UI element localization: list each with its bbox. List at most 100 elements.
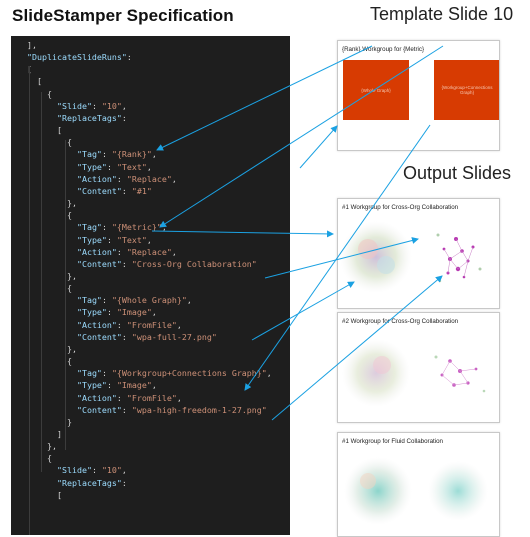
code-line: }, bbox=[17, 440, 290, 452]
json-punct: : bbox=[116, 319, 127, 330]
json-string: "wpa-high-freedom-1-27.png" bbox=[131, 404, 267, 415]
code-line: "Action": "Replace", bbox=[17, 246, 290, 258]
json-punct bbox=[17, 247, 77, 257]
json-punct: , bbox=[161, 222, 167, 233]
spec-title: SlideStamper Specification bbox=[12, 6, 234, 25]
json-punct: }, bbox=[17, 270, 77, 281]
code-line: "Tag": "{Workgroup+Connections Graph}", bbox=[17, 367, 290, 379]
code-line: "DuplicateSlideRuns": bbox=[17, 51, 290, 63]
code-line: "Type": "Image", bbox=[17, 379, 290, 391]
json-string: "FromFile" bbox=[126, 392, 177, 403]
code-line: { bbox=[17, 452, 290, 464]
json-punct bbox=[17, 113, 57, 123]
json-string: "Text" bbox=[116, 234, 147, 245]
json-key: "Tag" bbox=[76, 222, 102, 233]
code-line: { bbox=[17, 282, 290, 294]
code-line: { bbox=[17, 136, 290, 148]
json-punct: : bbox=[106, 234, 117, 245]
json-punct bbox=[17, 332, 77, 342]
json-punct: : bbox=[116, 173, 127, 184]
json-key: "Type" bbox=[76, 234, 107, 245]
json-key: "Tag" bbox=[76, 149, 102, 160]
output-slide-1[interactable]: #1 Workgroup for Cross-Org Collaboration bbox=[337, 198, 500, 309]
workgroup-graph-placeholder: {Workgroup+Connections Graph} bbox=[434, 60, 499, 120]
json-punct: , bbox=[151, 380, 157, 391]
code-line: [ bbox=[17, 124, 290, 136]
json-punct bbox=[17, 465, 57, 475]
code-line: "Type": "Text", bbox=[17, 161, 290, 173]
json-punct: : bbox=[116, 392, 127, 403]
json-punct: { bbox=[17, 283, 72, 294]
json-key: "Content" bbox=[76, 331, 122, 342]
whole-graph-placeholder: {Whole Graph} bbox=[343, 60, 409, 120]
json-punct bbox=[17, 186, 77, 196]
code-line: [ bbox=[17, 489, 290, 501]
json-punct: , bbox=[151, 307, 157, 318]
json-punct: }, bbox=[17, 441, 57, 452]
json-string: "10" bbox=[101, 465, 122, 476]
json-punct: : bbox=[121, 331, 132, 342]
json-key: "ReplaceTags" bbox=[56, 477, 122, 488]
output-slide-3[interactable]: #1 Workgroup for Fluid Collaboration bbox=[337, 432, 500, 537]
indent-guide bbox=[41, 92, 42, 472]
json-punct bbox=[17, 235, 77, 245]
code-line: "ReplaceTags": bbox=[17, 477, 290, 489]
json-punct: } bbox=[17, 416, 72, 427]
json-string: "Cross-Org Collaboration" bbox=[131, 258, 257, 269]
json-key: "Tag" bbox=[76, 295, 102, 306]
json-punct: : bbox=[121, 258, 132, 269]
network-graph-images bbox=[340, 221, 482, 293]
json-punct: { bbox=[17, 453, 52, 464]
code-line: "Content": "Cross-Org Collaboration" bbox=[17, 258, 290, 270]
json-punct: , bbox=[176, 319, 182, 330]
template-slide-title: Template Slide 10 bbox=[370, 4, 514, 24]
json-string: "Text" bbox=[116, 161, 147, 172]
json-string: "{Rank}" bbox=[111, 149, 152, 160]
output-slide-2[interactable]: #2 Workgroup for Cross-Org Collaboration bbox=[337, 312, 500, 423]
json-string: "{Workgroup+Connections Graph}" bbox=[111, 368, 267, 379]
json-key: "ReplaceTags" bbox=[56, 112, 122, 123]
json-punct bbox=[17, 149, 77, 159]
json-punct bbox=[17, 478, 57, 488]
json-punct: , bbox=[151, 149, 157, 160]
json-string: "{Whole Graph}" bbox=[111, 295, 187, 306]
json-punct: : bbox=[106, 161, 117, 172]
code-line: ], bbox=[17, 39, 290, 51]
code-line: "Action": "Replace", bbox=[17, 173, 290, 185]
json-punct: , bbox=[176, 392, 182, 403]
json-key: "Type" bbox=[76, 380, 107, 391]
json-punct: : bbox=[116, 246, 127, 257]
json-punct bbox=[17, 174, 77, 184]
code-line: "Tag": "{Rank}", bbox=[17, 148, 290, 160]
json-punct: : bbox=[106, 307, 117, 318]
json-string: "wpa-full-27.png" bbox=[131, 331, 217, 342]
json-punct: { bbox=[17, 88, 52, 99]
json-key: "Type" bbox=[76, 161, 107, 172]
template-slide-heading: {Rank} Workgroup for {Metric} bbox=[342, 46, 425, 53]
json-punct bbox=[17, 101, 57, 111]
json-punct: : bbox=[101, 295, 112, 306]
template-slide[interactable]: {Rank} Workgroup for {Metric} {Whole Gra… bbox=[337, 40, 500, 151]
code-line: "Slide": "10", bbox=[17, 100, 290, 112]
json-punct: }, bbox=[17, 198, 77, 209]
output-slide-heading: #1 Workgroup for Fluid Collaboration bbox=[342, 438, 443, 445]
json-key: "Tag" bbox=[76, 368, 102, 379]
json-punct: [ bbox=[17, 489, 62, 500]
json-string: "FromFile" bbox=[126, 319, 177, 330]
network-graph-images bbox=[344, 457, 488, 525]
json-punct: , bbox=[186, 295, 192, 306]
code-line: { bbox=[17, 88, 290, 100]
json-punct: ] bbox=[17, 429, 62, 439]
json-key: "Action" bbox=[76, 392, 117, 403]
json-punct: , bbox=[121, 465, 127, 476]
code-line: }, bbox=[17, 197, 290, 209]
json-punct: }, bbox=[17, 343, 77, 354]
code-line: "ReplaceTags": bbox=[17, 112, 290, 124]
network-graph-images bbox=[342, 339, 486, 407]
json-punct bbox=[17, 320, 77, 330]
json-string: "#1" bbox=[131, 185, 152, 196]
json-punct: , bbox=[146, 234, 152, 245]
json-key: "Content" bbox=[76, 404, 122, 415]
json-punct: { bbox=[17, 356, 72, 367]
code-line: "Slide": "10", bbox=[17, 464, 290, 476]
